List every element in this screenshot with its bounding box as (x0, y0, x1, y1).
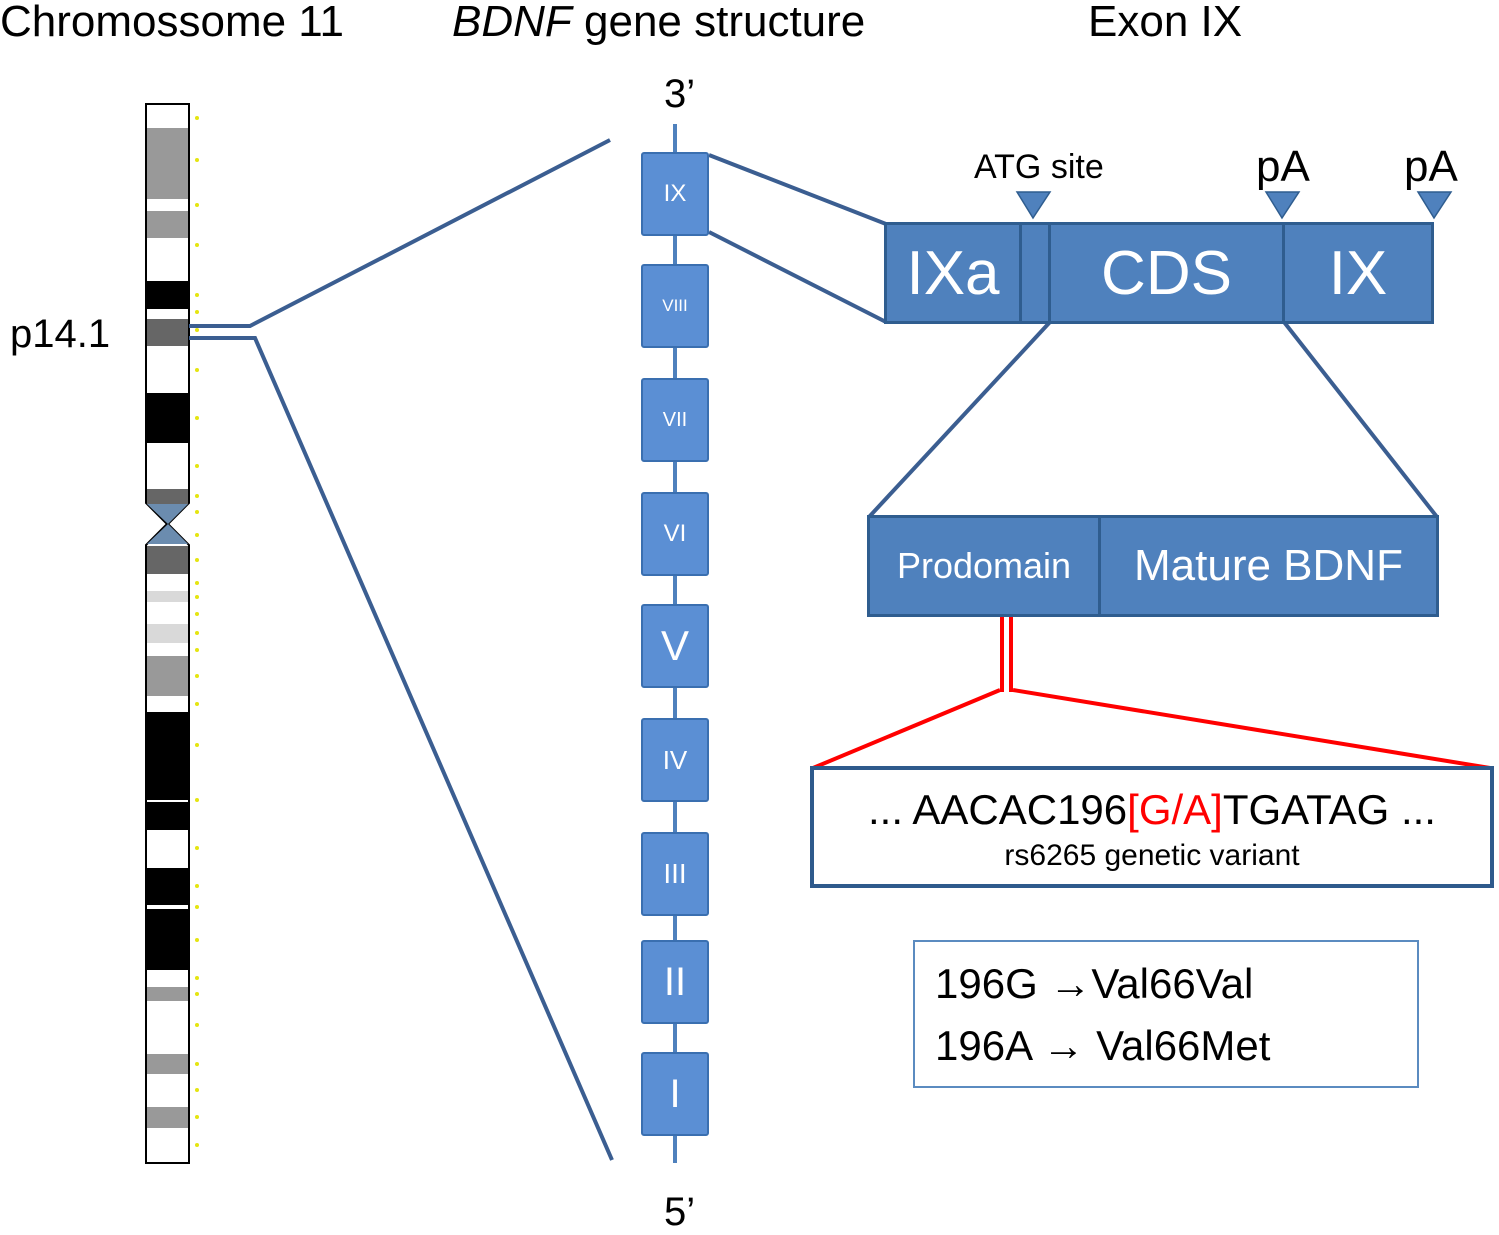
band (147, 656, 188, 696)
gene-end-3prime: 3’ (664, 72, 696, 116)
band (147, 1107, 188, 1128)
zoom-line-exon-upper (708, 153, 887, 226)
sequence-text: ... AACAC196[G/A]TGATAG ... (814, 786, 1490, 834)
domain-prodomain: Prodomain (867, 515, 1101, 617)
band-label: p14.1 (10, 312, 111, 356)
variant-lines (812, 604, 1491, 770)
sequence-variant: [G/A] (1127, 786, 1223, 833)
sequence-box: ... AACAC196[G/A]TGATAG ... rs6265 genet… (810, 766, 1494, 888)
band-p14-1 (147, 319, 188, 346)
band (147, 1054, 188, 1074)
band (147, 909, 188, 970)
pa1-triangle-icon (1264, 191, 1301, 220)
band (147, 712, 188, 800)
segment-ixa: IXa (884, 222, 1022, 324)
chromosome-ideogram (145, 103, 199, 1164)
segment-ix: IX (1282, 222, 1434, 324)
zoom-line-cds-left (867, 320, 1052, 519)
exon-vii: VII (641, 378, 709, 462)
pa2-triangle-icon (1416, 191, 1453, 220)
effects-box: 196G →Val66Val 196A → Val66Met (913, 940, 1419, 1088)
variant-zoom-right (1012, 688, 1491, 770)
exon-viii: VIII (641, 264, 709, 348)
sequence-prefix: ... AACAC196 (868, 786, 1128, 833)
zoom-lines-exon (708, 153, 1439, 519)
band (147, 624, 188, 643)
segment-atg-spacer (1019, 222, 1051, 324)
sequence-caption: rs6265 genetic variant (1004, 839, 1300, 872)
band (147, 802, 188, 830)
zoom-line-exon-lower (708, 230, 887, 324)
atg-triangle-icon (1015, 191, 1052, 220)
zoom-line-cds-right (1282, 320, 1439, 519)
effect-line-1: 196G →Val66Val (935, 960, 1254, 1007)
centromere-top (147, 504, 188, 524)
band (147, 281, 188, 309)
sequence-suffix: TGATAG ... (1222, 786, 1436, 833)
header-chromosome: Chromossome 11 (0, 0, 344, 46)
band (147, 489, 188, 504)
header-exon: Exon IX (1088, 0, 1243, 46)
band (147, 546, 188, 574)
exon-ii: II (641, 940, 709, 1024)
zoom-lines-chromosome (189, 138, 614, 1161)
band (147, 868, 188, 905)
site-markers (1015, 191, 1453, 220)
header-gene-italic: BDNF (452, 0, 572, 46)
marker-dots (195, 116, 199, 1147)
band (147, 987, 188, 1001)
exon-v: V (641, 604, 709, 688)
pa1-label: pA (1256, 142, 1310, 191)
atg-site-label: ATG site (974, 148, 1104, 186)
exon-ix: IX (641, 152, 709, 236)
band (147, 128, 188, 199)
band (147, 591, 188, 602)
exon-vi: VI (641, 492, 709, 576)
effect-line-2: 196A → Val66Met (935, 1022, 1271, 1069)
header-gene-rest: gene structure (571, 0, 866, 46)
segment-cds: CDS (1048, 222, 1285, 324)
gene-end-5prime: 5’ (664, 1190, 696, 1234)
domain-mature-bdnf: Mature BDNF (1098, 515, 1439, 617)
exon-iii: III (641, 832, 709, 916)
exon-iv: IV (641, 718, 709, 802)
zoom-line-upper (189, 138, 611, 328)
band (147, 393, 188, 443)
pa2-label: pA (1404, 142, 1458, 191)
band (147, 211, 188, 238)
variant-zoom-left (812, 688, 1001, 770)
header-gene-structure: BDNF gene structure (452, 0, 865, 44)
exon-i: I (641, 1052, 709, 1136)
zoom-line-lower (189, 336, 614, 1161)
centromere-bottom (147, 524, 188, 544)
